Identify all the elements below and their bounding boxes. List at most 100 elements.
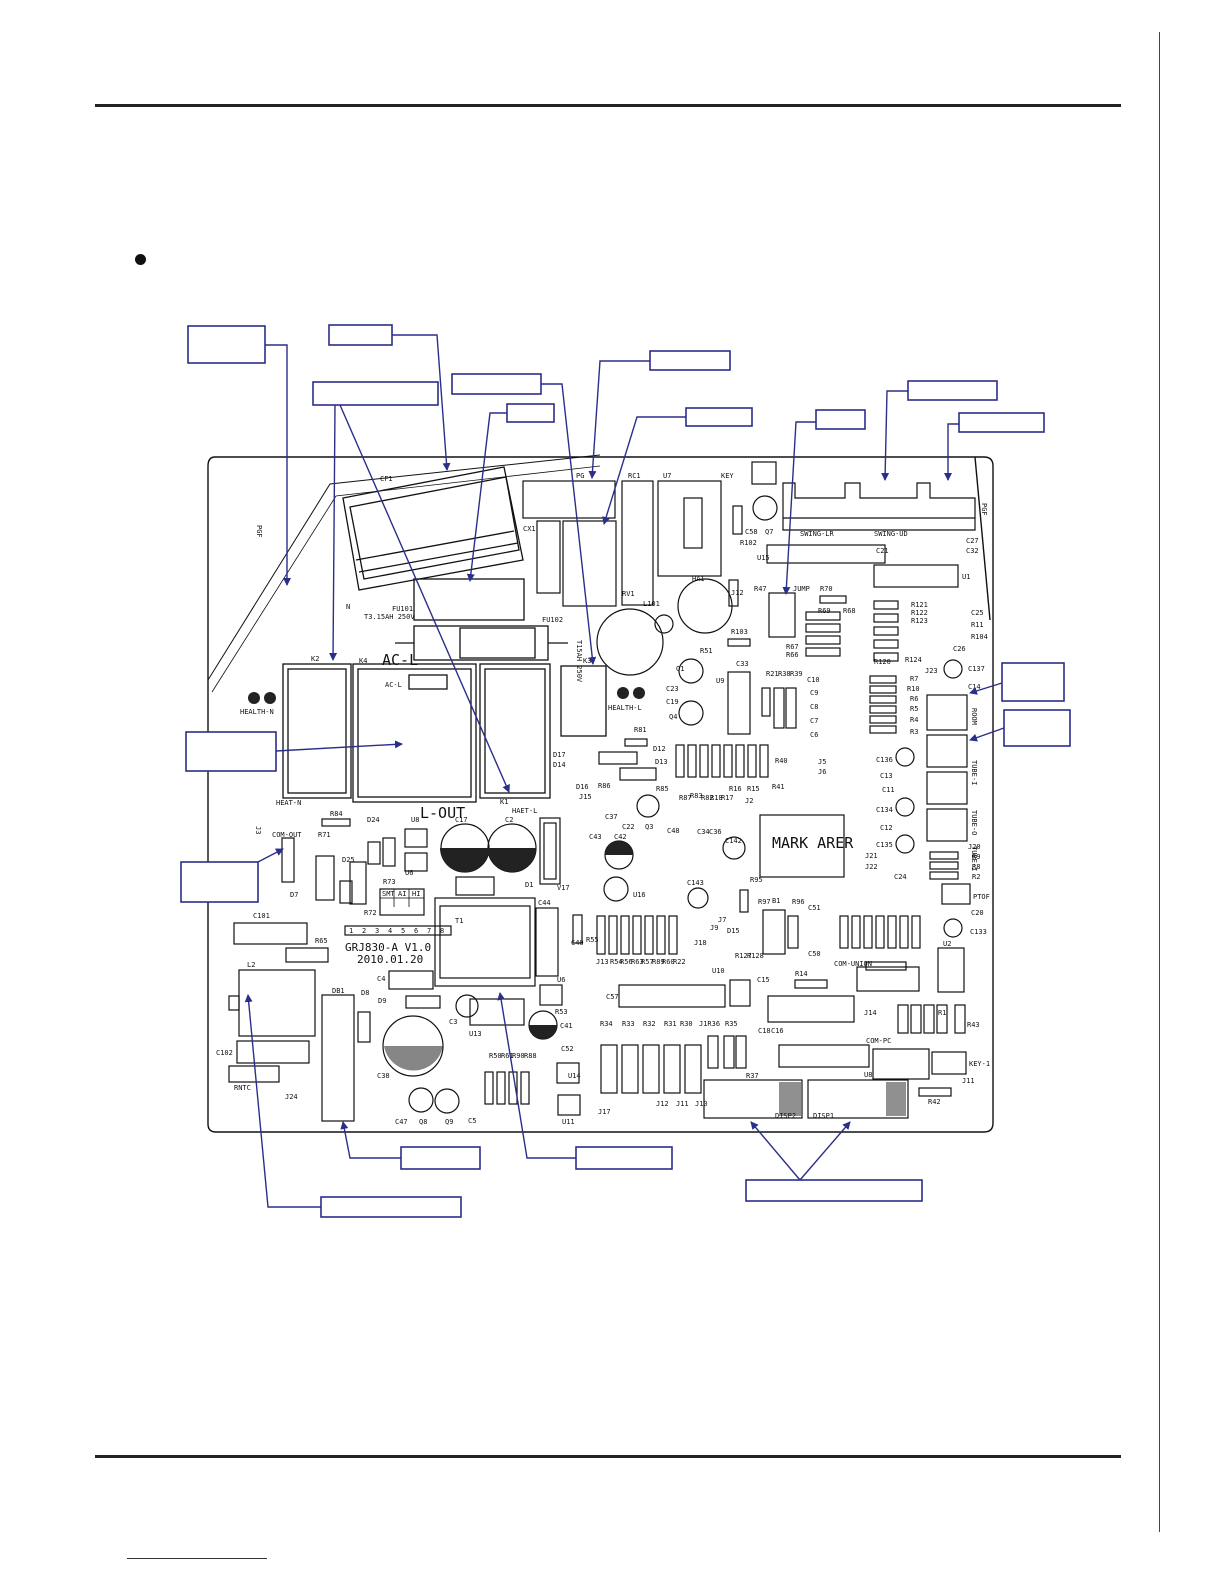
component-label: C10 — [807, 676, 820, 684]
component-label: C32 — [966, 547, 979, 555]
check-n4: 4 — [388, 927, 392, 935]
component-label: J14 — [864, 1009, 877, 1017]
footer-underline — [127, 1558, 267, 1559]
component-label: C137 — [968, 665, 985, 673]
callout-box-12 — [1003, 709, 1071, 747]
component-label: J22 — [865, 863, 878, 871]
connector-label: J3 — [254, 826, 262, 834]
component-label: Q7 — [765, 528, 773, 536]
connector-label: ROOM — [970, 708, 978, 725]
component-label: U16 — [633, 891, 646, 899]
component-label: C41 — [560, 1022, 573, 1030]
check-smt: SMT — [382, 890, 395, 898]
callout-box-11 — [1001, 662, 1065, 702]
connector-label: T15AH 250V — [575, 640, 583, 683]
component-label: C34 — [697, 828, 710, 836]
component-label: R65 — [315, 937, 328, 945]
component-label: C24 — [894, 873, 907, 881]
component-label: C8 — [810, 703, 818, 711]
component-label: C143 — [687, 879, 704, 887]
component-label: R17 — [721, 794, 734, 802]
component-label: C51 — [808, 904, 821, 912]
component-label: D1 — [525, 881, 533, 889]
component-label: PG — [576, 472, 584, 480]
callout-box-13 — [185, 731, 277, 772]
component-label: R33 — [622, 1020, 635, 1028]
component-label: U6 — [557, 976, 565, 984]
component-label: R84 — [330, 810, 343, 818]
component-label: N — [346, 603, 350, 611]
component-label: C2 — [505, 816, 513, 824]
callout-box-7 — [685, 407, 753, 427]
component-label: R51 — [700, 647, 713, 655]
component-label: U6 — [405, 869, 413, 877]
component-label: CF1 — [380, 475, 393, 483]
check-ai: AI — [398, 890, 406, 898]
component-label: U9 — [716, 677, 724, 685]
callout-box-6 — [649, 350, 731, 371]
component-label: T1 — [455, 917, 463, 925]
component-label: J21 — [865, 852, 878, 860]
board-date: 2010.01.20 — [357, 953, 423, 966]
component-label: COM-UNION — [834, 960, 872, 968]
component-label: T3.15AH 250V — [364, 613, 415, 621]
component-label: R82 — [701, 794, 714, 802]
check-n8: 8 — [440, 927, 444, 935]
callout-box-5 — [506, 403, 555, 423]
component-label: J10 — [695, 1100, 708, 1108]
component-label: D16 — [576, 783, 589, 791]
component-label: R70 — [820, 585, 833, 593]
component-label: R31 — [664, 1020, 677, 1028]
component-label: Q3 — [645, 823, 653, 831]
component-label: R50 — [489, 1052, 502, 1060]
component-label: C22 — [622, 823, 635, 831]
component-label: R102 — [740, 539, 757, 547]
component-label: V17 — [557, 884, 570, 892]
component-label: R66 — [786, 651, 799, 659]
callout-box-3 — [312, 381, 439, 406]
component-label: R53 — [555, 1008, 568, 1016]
component-label: C134 — [876, 806, 893, 814]
component-label: R69 — [818, 607, 831, 615]
component-label: U7 — [663, 472, 671, 480]
component-label: DISP1 — [813, 1112, 834, 1120]
leader-lines — [244, 334, 1005, 1208]
component-label: R89 — [652, 958, 665, 966]
component-label: U1 — [962, 573, 970, 581]
component-label: J6 — [818, 768, 826, 776]
component-label: C18 — [758, 1027, 771, 1035]
board-major-label: MARK ARER — [772, 834, 854, 852]
component-label: D15 — [727, 927, 740, 935]
component-label: J15 — [579, 793, 592, 801]
component-label: R83 — [690, 792, 703, 800]
component-label: R8 — [972, 863, 980, 871]
component-label: C33 — [736, 660, 749, 668]
component-label: R120 — [874, 658, 891, 666]
component-label: Q8 — [419, 1118, 427, 1126]
component-label: C57 — [606, 993, 619, 1001]
component-label: R16 — [729, 785, 742, 793]
component-label: R37 — [746, 1072, 759, 1080]
check-n7: 7 — [427, 927, 431, 935]
component-label: R72 — [364, 909, 377, 917]
component-label: R4 — [910, 716, 918, 724]
component-label: C101 — [253, 912, 270, 920]
component-label: C4 — [377, 975, 385, 983]
component-label: R127 — [735, 952, 752, 960]
component-label: R34 — [600, 1020, 613, 1028]
component-label: R60 — [662, 958, 675, 966]
component-label: R22 — [673, 958, 686, 966]
component-label: R96 — [792, 898, 805, 906]
board-major-label: L-OUT — [420, 804, 465, 822]
component-label: R35 — [725, 1020, 738, 1028]
component-label: D9 — [378, 997, 386, 1005]
component-label: R103 — [731, 628, 748, 636]
component-label: R87 — [679, 794, 692, 802]
component-label: R42 — [928, 1098, 941, 1106]
connector-label: TUBE-I — [970, 846, 978, 871]
right-connectors — [759, 659, 971, 993]
component-label: C37 — [605, 813, 618, 821]
component-label: HEALTH-N — [240, 708, 274, 716]
